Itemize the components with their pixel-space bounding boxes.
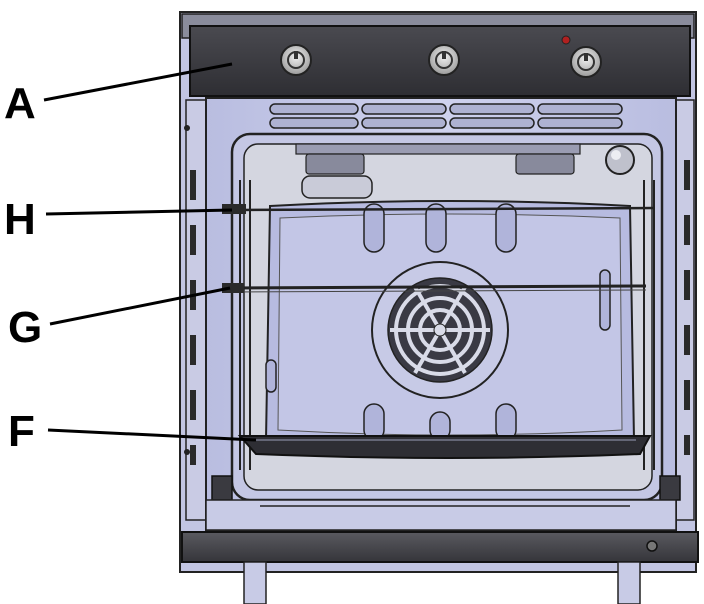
oven-knob-icon[interactable] [570, 46, 602, 78]
shelf-guide-h [222, 204, 655, 214]
leader-g [49, 286, 231, 326]
leader-h [45, 208, 233, 216]
oven-cavity [211, 132, 681, 502]
callout-f: F [8, 407, 35, 456]
oven-door-bottom[interactable] [181, 531, 699, 563]
callout-g: G [8, 303, 42, 352]
baking-tray-f [237, 435, 652, 459]
callout-a: A [4, 79, 36, 128]
left-side-strip [184, 99, 207, 521]
leader-a [43, 62, 233, 102]
indicator-light [561, 35, 571, 45]
wire-rack-g [222, 283, 647, 293]
leader-f [47, 428, 257, 442]
top-vents [269, 103, 623, 129]
oven-knob-icon[interactable] [428, 44, 460, 76]
oven-knob-icon[interactable] [280, 44, 312, 76]
callout-leaders [43, 62, 257, 442]
convection-fan-icon [371, 261, 509, 399]
lower-frame [205, 499, 677, 531]
control-panel [181, 13, 695, 97]
right-side-strip [675, 99, 695, 521]
door-handle[interactable] [243, 561, 641, 604]
callout-h: H [4, 195, 36, 244]
side-rack-rails [239, 180, 655, 470]
oven-lamp-icon [605, 145, 635, 175]
